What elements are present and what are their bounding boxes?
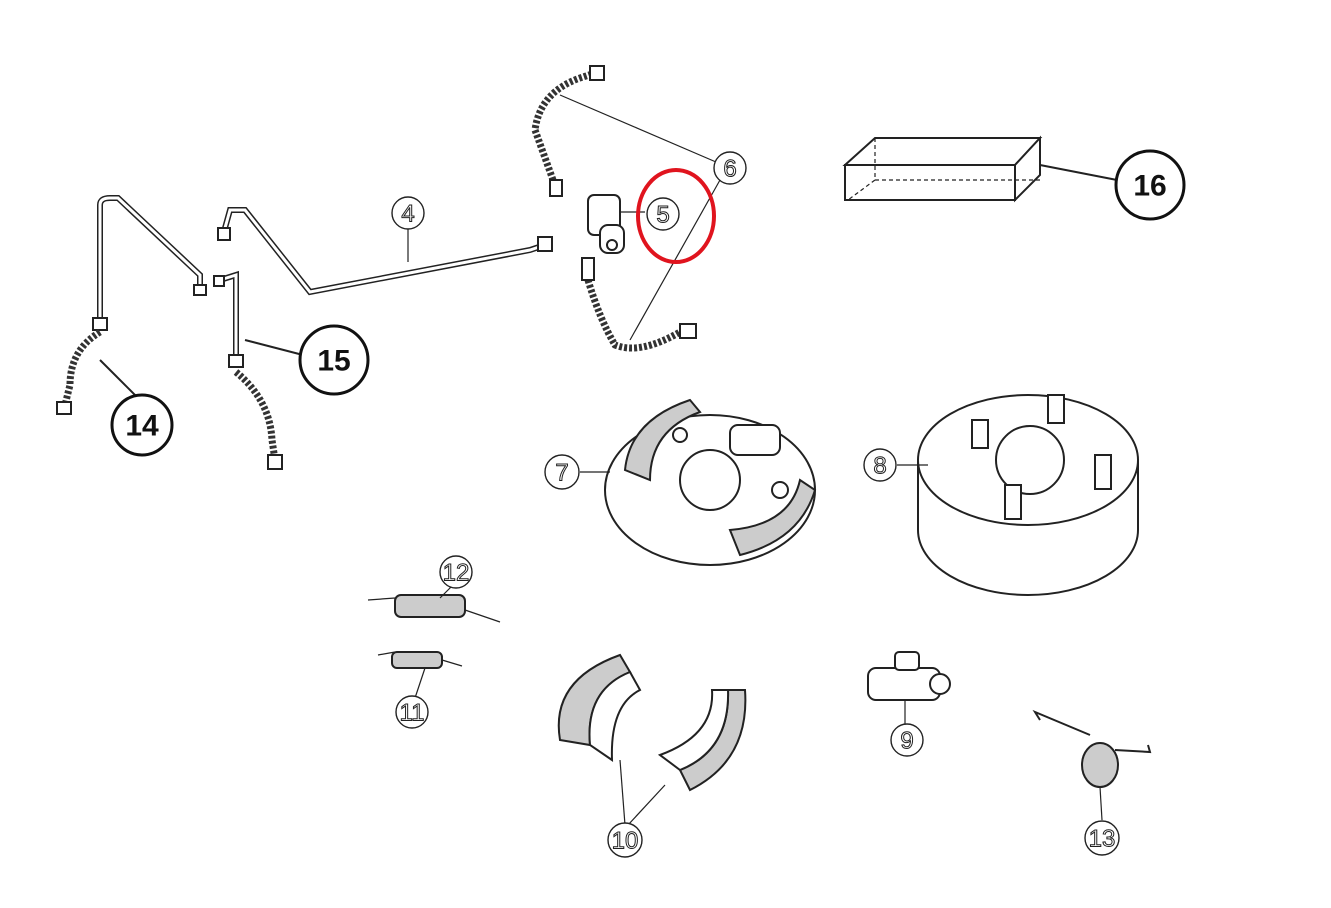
part-10-brake-shoes[interactable] [557,653,747,826]
svg-text:14: 14 [125,410,159,443]
label-5: 5 [646,197,680,231]
svg-text:9: 9 [900,728,913,755]
part-5-brake-tee[interactable] [587,194,645,254]
part-8-brake-drum[interactable] [897,394,1139,596]
svg-text:4: 4 [401,201,414,228]
svg-text:16: 16 [1133,170,1166,203]
part-9-wheel-cylinder[interactable] [867,651,951,725]
svg-text:11: 11 [400,700,425,727]
svg-text:15: 15 [317,345,350,378]
label-10: 10 [607,822,643,858]
label-16: 16 [1114,149,1186,221]
svg-text:5: 5 [656,202,669,229]
label-8: 8 [863,448,897,482]
part-6-brake-hoses[interactable] [531,65,721,352]
svg-text:12: 12 [443,560,470,587]
label-6: 6 [713,151,747,185]
label-15: 15 [298,324,370,396]
svg-text:6: 6 [723,156,736,183]
label-13: 13 [1084,820,1120,856]
part-12-return-spring[interactable] [367,584,501,623]
svg-text:10: 10 [612,828,639,855]
svg-text:7: 7 [555,460,568,487]
part-4-brake-pipe[interactable] [217,207,553,296]
label-11: 11 [395,695,429,729]
label-7: 7 [544,454,580,490]
part-14-brake-line[interactable] [56,195,207,415]
part-16-box[interactable] [842,135,1118,203]
part-7-brake-backplate[interactable] [580,398,817,566]
label-14: 14 [110,393,174,457]
label-9: 9 [890,723,924,757]
part-15-brake-line[interactable] [213,270,304,470]
part-13-torsion-spring[interactable] [1032,709,1152,821]
svg-text:8: 8 [873,453,886,480]
label-4: 4 [391,196,425,230]
highlight-circle [636,168,716,264]
svg-text:13: 13 [1089,826,1116,853]
label-12: 12 [439,555,473,589]
part-11-spring[interactable] [377,651,463,699]
